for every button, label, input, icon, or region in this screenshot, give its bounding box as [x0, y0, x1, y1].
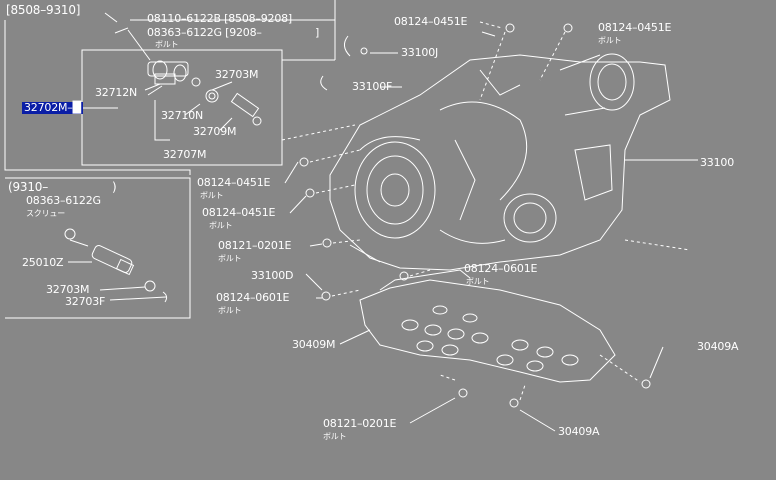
- part-33100f[interactable]: 33100F: [352, 80, 393, 93]
- part-32703f[interactable]: 32703F: [65, 295, 106, 308]
- bolt-note-l2: ボルト: [209, 221, 233, 230]
- skid-plate: [359, 269, 616, 383]
- part-08110-6122b[interactable]: 08110–6122B [8508–9208]: [147, 12, 293, 25]
- range-header-2: (9310–: [8, 180, 49, 194]
- part-33100[interactable]: 33100: [700, 156, 734, 169]
- part-30409a-right[interactable]: 30409A: [697, 340, 739, 353]
- bolt-note-0601-r: ボルト: [466, 277, 490, 286]
- part-08124-0451e-tr[interactable]: 08124–0451E: [598, 21, 672, 34]
- lower-box-outline: [5, 177, 191, 319]
- bolt-note-tr: ボルト: [598, 36, 622, 45]
- part-08124-0601e-l[interactable]: 08124–0601E: [216, 291, 290, 304]
- range-bracket-close: ]: [315, 26, 320, 39]
- range-header-1: [8508–9310]: [6, 3, 81, 17]
- leader-lines: [281, 21, 691, 401]
- bolt-note-1: ボルト: [155, 40, 179, 49]
- bolt-note-a: ボルト: [218, 254, 242, 263]
- bolt-note-0601-l: ボルト: [218, 306, 242, 315]
- part-32707m[interactable]: 32707M: [163, 148, 207, 161]
- part-25010z[interactable]: 25010Z: [22, 256, 64, 269]
- callout-lines: [284, 31, 698, 432]
- part-30409a-bottom[interactable]: 30409A: [558, 425, 600, 438]
- part-32703m[interactable]: 32703M: [215, 68, 259, 81]
- range-header-2-close: ): [112, 180, 117, 194]
- divider-step: [281, 59, 335, 165]
- part-08121-0201e-b[interactable]: 08121–0201E: [323, 417, 397, 430]
- part-08124-0451e-top[interactable]: 08124–0451E: [394, 15, 468, 28]
- part-08124-0601e-r[interactable]: 08124–0601E: [464, 262, 538, 275]
- part-33100j[interactable]: 33100J: [401, 46, 439, 59]
- part-08363-6122g[interactable]: 08363–6122G [9208–: [147, 26, 262, 39]
- part-08363-6122g-b[interactable]: 08363–6122G: [26, 194, 101, 207]
- part-08121-0201e-a[interactable]: 08121–0201E: [218, 239, 292, 252]
- sensor-assembly: [64, 228, 168, 303]
- part-32702m-label: 32702M: [24, 101, 68, 114]
- part-32709m[interactable]: 32709M: [193, 125, 237, 138]
- part-33100d[interactable]: 33100D: [251, 269, 294, 282]
- bolt-note-b: ボルト: [323, 432, 347, 441]
- bolt-glyphs: [299, 23, 651, 408]
- part-32702m-selected[interactable]: 32702M–█: [22, 101, 83, 114]
- bolt-note-l1: ボルト: [200, 191, 224, 200]
- part-32712n[interactable]: 32712N: [95, 86, 138, 99]
- part-32710n[interactable]: 32710N: [161, 109, 204, 122]
- part-30409m[interactable]: 30409M: [292, 338, 336, 351]
- part-08124-0451e-l2[interactable]: 08124–0451E: [202, 206, 276, 219]
- detail-box-outline: [4, 20, 191, 175]
- part-08124-0451e-l1[interactable]: 08124–0451E: [197, 176, 271, 189]
- part-32703m-b[interactable]: 32703M: [46, 283, 90, 296]
- transfer-case-housing: [329, 53, 671, 271]
- screw-note: スクリュー: [26, 209, 65, 218]
